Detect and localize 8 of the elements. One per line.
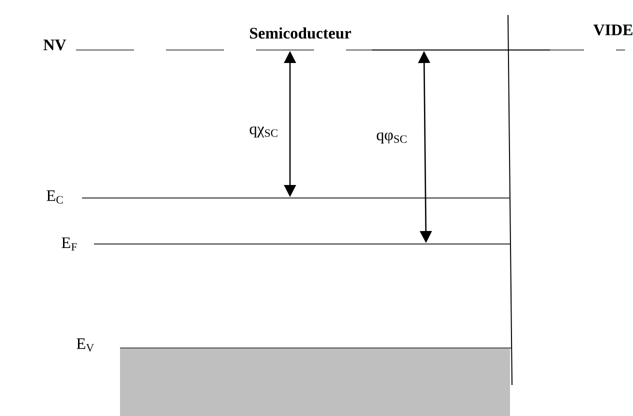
region-label: Semicoducteur: [250, 27, 352, 39]
level-label: E$_{V}$: [76, 338, 94, 352]
level-label: E$_{F}$: [62, 237, 77, 251]
level-label: E$_{C}$: [46, 190, 63, 204]
region-label: VIDE: [593, 24, 632, 36]
quantity-label: qφ$_{SC}$: [376, 132, 407, 144]
level-label: NV: [44, 40, 66, 50]
quantity-label: qχ$_{SC}$: [250, 126, 278, 138]
